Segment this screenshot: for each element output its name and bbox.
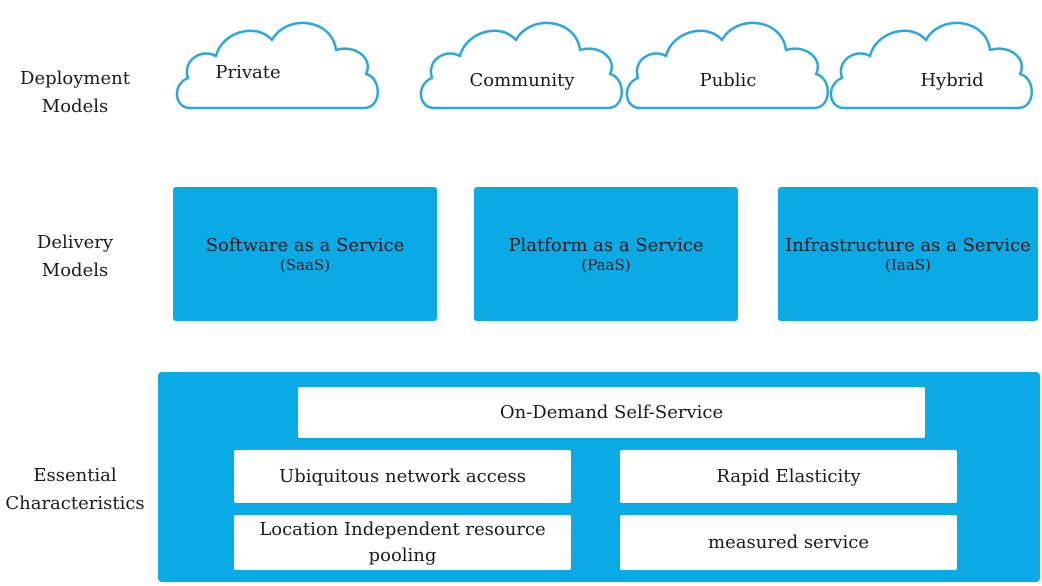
cloud-icon bbox=[175, 21, 379, 110]
row-label-line: Models bbox=[41, 96, 109, 117]
char-rapid-elasticity: Rapid Elasticity bbox=[620, 450, 957, 503]
row-label-line: Deployment bbox=[20, 68, 130, 89]
char-label: measured service bbox=[708, 531, 869, 553]
service-abbr: (PaaS) bbox=[581, 256, 631, 274]
service-name: Software as a Service bbox=[205, 235, 405, 256]
cloud-label: Private bbox=[215, 62, 281, 83]
row-label-line: Essential bbox=[33, 465, 117, 486]
row-label-deployment-models: Deployment Models bbox=[0, 58, 150, 128]
row-label-line: Characteristics bbox=[5, 493, 145, 514]
row-label-essential-characteristics: Essential Characteristics bbox=[0, 455, 150, 525]
char-on-demand-self-service: On-Demand Self-Service bbox=[298, 387, 925, 438]
row-label-line: Models bbox=[41, 260, 109, 281]
char-ubiquitous-network-access: Ubiquitous network access bbox=[234, 450, 571, 503]
char-label: Ubiquitous network access bbox=[279, 465, 526, 487]
service-abbr: (IaaS) bbox=[885, 256, 931, 274]
cloud-icon bbox=[829, 21, 1033, 110]
delivery-box-paas: Platform as a Service (PaaS) bbox=[474, 187, 738, 321]
cloud-hybrid: Hybrid bbox=[822, 10, 1042, 120]
cloud-public: Public bbox=[618, 10, 838, 120]
char-measured-service: measured service bbox=[620, 515, 957, 570]
char-label: pooling bbox=[368, 544, 437, 566]
char-label: Location Independent resource bbox=[259, 518, 546, 540]
essential-characteristics-panel: On-Demand Self-Service Ubiquitous networ… bbox=[158, 372, 1040, 582]
service-abbr: (SaaS) bbox=[279, 256, 331, 274]
delivery-box-iaas: Infrastructure as a Service (IaaS) bbox=[778, 187, 1038, 321]
cloud-label: Community bbox=[469, 70, 575, 91]
cloud-icon bbox=[419, 21, 623, 110]
cloud-label: Hybrid bbox=[920, 70, 984, 91]
cloud-icon bbox=[625, 21, 829, 110]
service-name: Infrastructure as a Service bbox=[785, 235, 1031, 256]
cloud-label: Public bbox=[699, 70, 757, 91]
row-label-delivery-models: Delivery Models bbox=[0, 222, 150, 292]
cloud-community: Community bbox=[412, 10, 632, 120]
char-location-independent-resource-pooling: Location Independent resource pooling bbox=[234, 515, 571, 570]
service-name: Platform as a Service bbox=[508, 235, 704, 256]
delivery-box-saas: Software as a Service (SaaS) bbox=[173, 187, 437, 321]
row-label-line: Delivery bbox=[36, 232, 114, 253]
cloud-private: Private bbox=[168, 10, 388, 120]
char-label: On-Demand Self-Service bbox=[499, 401, 724, 423]
char-label: Rapid Elasticity bbox=[716, 465, 861, 487]
